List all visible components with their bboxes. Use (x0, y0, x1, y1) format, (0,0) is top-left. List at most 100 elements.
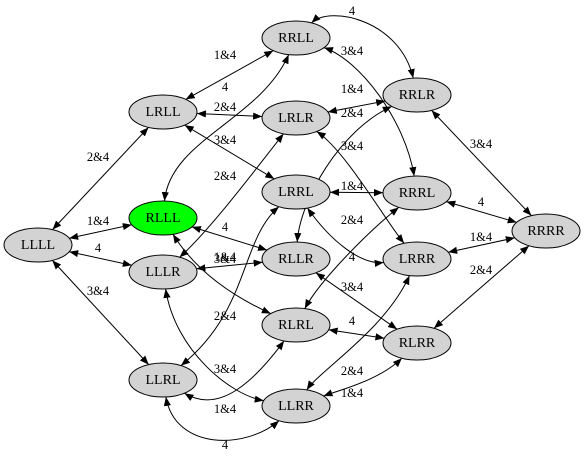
node-ellipse (382, 325, 452, 361)
edge-line (431, 110, 532, 216)
edge-label: 1&4 (341, 386, 364, 400)
node-lllr[interactable]: LLLR (128, 254, 198, 290)
node-llrr[interactable]: LLRR (261, 388, 331, 424)
edge-rrll-rrrl: 3&4 (323, 44, 417, 177)
edge-llrr-rlrr: 1&4 (323, 357, 403, 400)
edge-label: 4 (95, 241, 102, 255)
edge-label: 1&4 (341, 82, 364, 96)
node-ellipse (261, 241, 331, 277)
node-ellipse (382, 77, 452, 113)
edge-label: 4 (349, 314, 356, 328)
node-label: RLLR (278, 252, 314, 267)
edge-line (323, 357, 403, 397)
edge-label: 3&4 (87, 284, 110, 298)
node-label: RRLR (399, 88, 436, 103)
edge-rllr-rrlr: 2&4 (294, 105, 393, 243)
edge-llll-llrl: 3&4 (51, 260, 150, 365)
edge-line (446, 200, 517, 224)
edge-line (180, 206, 280, 366)
edge-label: 1&4 (214, 48, 237, 62)
node-ellipse (261, 388, 331, 424)
edge-line (328, 327, 385, 341)
edge-label: 3&4 (341, 44, 364, 58)
node-ellipse (128, 254, 198, 290)
edge-line (161, 54, 290, 202)
node-ellipse (261, 20, 331, 56)
node-lrrl[interactable]: LRRL (261, 174, 331, 210)
node-rrll[interactable]: RRLL (261, 20, 331, 56)
edge-label: 2&4 (87, 150, 110, 164)
node-rlll[interactable]: RLLL (128, 200, 198, 236)
edge-label: 4 (222, 220, 229, 234)
edge-line (52, 127, 149, 230)
edge-label: 3&4 (470, 137, 493, 151)
edge-label: 1&4 (214, 250, 237, 264)
node-label: LLRR (278, 399, 314, 414)
edge-llll-lllr: 4 (69, 241, 132, 267)
edge-label: 1&4 (341, 179, 364, 193)
edge-label: 3&4 (214, 133, 237, 147)
node-label: LLLR (146, 265, 182, 280)
node-llll[interactable]: LLLL (3, 227, 73, 263)
edge-line (294, 105, 393, 243)
edge-rlrl-rlrr: 4 (328, 314, 385, 341)
node-lrll[interactable]: LRLL (128, 94, 198, 130)
edge-label: 4 (222, 438, 229, 452)
node-rrrl[interactable]: RRRL (382, 175, 452, 211)
node-label: RLLL (146, 211, 181, 226)
node-rllr[interactable]: RLLR (261, 241, 331, 277)
edge-line (306, 275, 410, 391)
edge-label: 2&4 (470, 263, 493, 277)
node-lrlr[interactable]: LRLR (261, 100, 331, 136)
edge-label: 2&4 (341, 106, 364, 120)
edge-rlll-rrll: 2&4 (161, 54, 290, 202)
node-ellipse (382, 175, 452, 211)
node-rrlr[interactable]: RRLR (382, 77, 452, 113)
node-label: RRLL (278, 31, 314, 46)
edge-line (191, 226, 268, 251)
edge-llll-rlll: 1&4 (69, 214, 132, 240)
node-label: RLRL (278, 318, 314, 333)
edge-label: 2&4 (214, 169, 237, 183)
edge-label: 4 (349, 4, 356, 18)
edge-line (196, 110, 263, 120)
edges: 1&42&443&41&443&42&443&42&41&43&42&41&44… (51, 4, 532, 452)
node-label: RRRR (527, 224, 565, 239)
node-ellipse (382, 241, 452, 277)
edge-line (323, 47, 417, 177)
node-rlrr[interactable]: RLRR (382, 325, 452, 361)
edge-label: 2&4 (341, 213, 364, 227)
edge-line (163, 396, 280, 441)
edge-label: 3&4 (214, 362, 237, 376)
node-ellipse (261, 307, 331, 343)
node-ellipse (261, 100, 331, 136)
node-ellipse (128, 362, 198, 398)
edge-rlrr-rrrr: 2&4 (433, 245, 530, 329)
node-lrrr[interactable]: LRRR (382, 241, 452, 277)
node-ellipse (261, 174, 331, 210)
edge-lrrr-rrrr: 1&4 (448, 230, 515, 254)
node-ellipse (128, 200, 198, 236)
node-label: LRRL (278, 185, 314, 200)
edge-label: 4 (222, 80, 229, 94)
node-llrl[interactable]: LLRL (128, 362, 198, 398)
edge-label: 3&4 (341, 139, 364, 153)
node-ellipse (511, 213, 581, 249)
nodes: LLLL RLLL LRLL LLRL LLLR RRLL LRLR LRRL RLLR RLRL… (3, 20, 581, 424)
node-ellipse (128, 94, 198, 130)
edge-line (51, 260, 150, 365)
node-rlrl[interactable]: RLRL (261, 307, 331, 343)
edge-label: 2&4 (341, 364, 364, 378)
node-label: LRLR (278, 111, 314, 126)
node-label: LRRR (399, 252, 436, 267)
edge-line (433, 245, 530, 329)
edge-label: 2&4 (214, 100, 237, 114)
edge-lllr-rllr: 1&4 (196, 250, 263, 272)
edge-lrrl-rrrl: 1&4 (329, 179, 384, 197)
edge-lrll-rrll: 1&4 (185, 48, 274, 100)
node-rrrr[interactable]: RRRR (511, 213, 581, 249)
node-label: RRRL (399, 186, 436, 201)
edge-llll-lrll: 2&4 (52, 127, 149, 230)
edge-label: 4 (478, 195, 485, 209)
